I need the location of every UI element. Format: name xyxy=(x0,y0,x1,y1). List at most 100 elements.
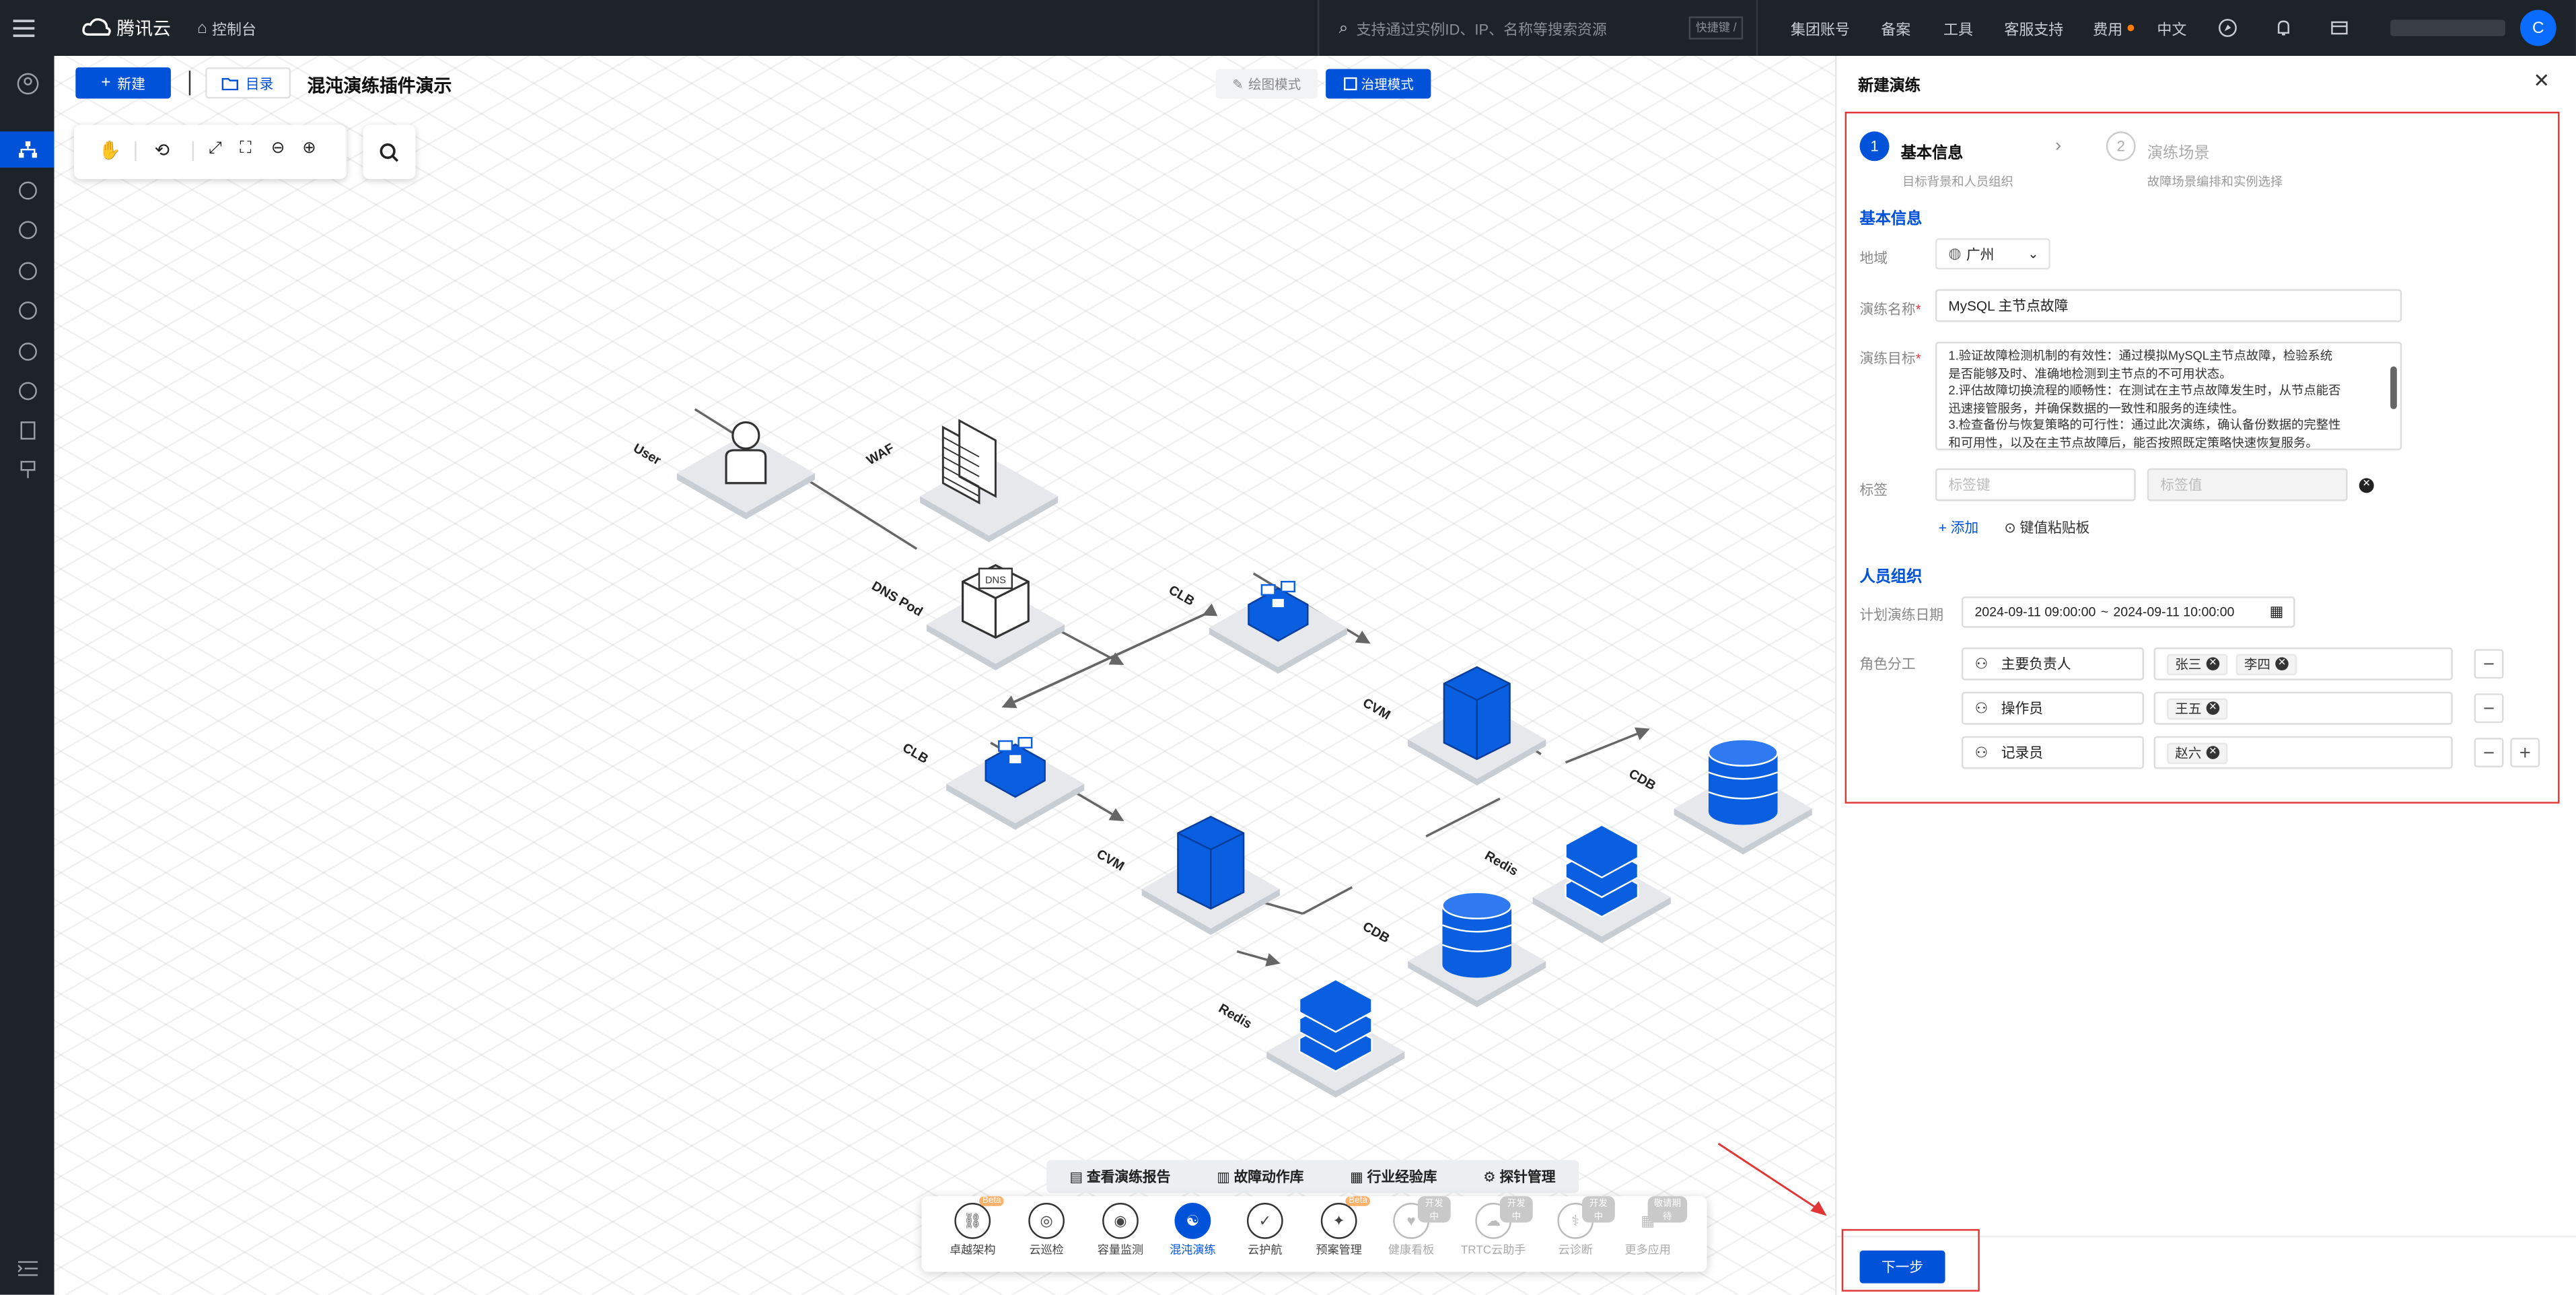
people-select-1[interactable]: 张三✕ 李四✕ xyxy=(2153,647,2453,680)
cvm-node-left[interactable] xyxy=(1141,815,1280,936)
architecture-app-icon: ⛓ xyxy=(954,1203,991,1239)
cdb-node-right[interactable] xyxy=(1674,738,1812,855)
people-select-3[interactable]: 赵六✕ xyxy=(2153,736,2453,769)
remove-person-icon[interactable]: ✕ xyxy=(2206,701,2220,715)
remove-person-icon[interactable]: ✕ xyxy=(2206,746,2220,759)
drill-name-input[interactable]: MySQL 主节点故障 xyxy=(1935,289,2402,322)
account-name-blurred[interactable] xyxy=(2390,0,2505,56)
region-label: 地域 xyxy=(1859,250,1888,267)
clb-node-top[interactable] xyxy=(1209,580,1347,674)
footer-divider xyxy=(1836,1235,2576,1238)
industry-library-link[interactable]: ▦ 行业经验库 xyxy=(1350,1166,1437,1186)
console-link[interactable]: ⌂ 控制台 xyxy=(197,0,256,56)
step-1-title[interactable]: 基本信息 xyxy=(1900,144,1964,163)
dock-item-plan[interactable]: ✦ 预案管理 Beta xyxy=(1299,1196,1378,1259)
govern-mode-tab[interactable]: 治理模式 xyxy=(1326,69,1431,99)
canvas-search-button[interactable] xyxy=(363,125,416,180)
region-select[interactable]: ◍ 广州 ⌄ xyxy=(1935,238,2050,270)
collapse-sidebar-icon[interactable] xyxy=(0,1251,55,1287)
nav-filing[interactable]: 备案 xyxy=(1881,20,1911,37)
add-role-button[interactable]: + xyxy=(2510,738,2540,768)
role-select-2[interactable]: ⚇ 操作员 xyxy=(1961,691,2144,725)
nav-language[interactable]: 中文 xyxy=(2157,20,2187,37)
people-select-2[interactable]: 王五✕ xyxy=(2153,691,2453,725)
goal-line: 3.检查备份与恢复策略的可行性：通过此次演练，确认备份数据的完整性 xyxy=(1948,417,2341,433)
remove-role-button[interactable]: − xyxy=(2474,649,2504,679)
remove-person-icon[interactable]: ✕ xyxy=(2206,657,2220,671)
remove-role-button[interactable]: − xyxy=(2474,693,2504,724)
dock-item-inspection[interactable]: ◎ 云巡检 xyxy=(1007,1203,1086,1259)
nav-group-account[interactable]: 集团账号 xyxy=(1791,20,1850,37)
architecture-icon[interactable] xyxy=(0,131,55,168)
calendar-icon: ▦ xyxy=(2269,602,2284,620)
zoom-out-icon[interactable]: ⊖ xyxy=(271,139,285,158)
cvm-node-right[interactable] xyxy=(1408,666,1546,785)
add-tag-button[interactable]: + 添加 xyxy=(1939,518,1978,537)
sidebar-icon-4[interactable] xyxy=(0,253,55,289)
person-icon: ⚇ xyxy=(1974,654,1989,672)
tag-value-input[interactable]: 标签值 xyxy=(2147,468,2348,501)
dock-item-escort[interactable]: ✓ 云护航 xyxy=(1225,1203,1304,1259)
next-step-button[interactable]: 下一步 xyxy=(1859,1250,1945,1284)
fullscreen-icon[interactable]: ⛶ xyxy=(240,139,252,158)
remove-person-icon[interactable]: ✕ xyxy=(2275,657,2289,671)
cart-icon[interactable] xyxy=(2330,0,2349,56)
brush-icon[interactable] xyxy=(0,452,55,488)
dns-pod-node[interactable]: DNS xyxy=(926,564,1065,671)
tag-key-input[interactable]: 标签键 xyxy=(1935,468,2136,501)
step-2-desc: 故障场景编排和实例选择 xyxy=(2147,174,2283,189)
zoom-in-icon[interactable]: ⊕ xyxy=(302,139,316,158)
region-value: 广州 xyxy=(1966,245,1995,262)
sidebar-icon-3[interactable] xyxy=(0,212,55,248)
nav-tools[interactable]: 工具 xyxy=(1943,20,1974,37)
redis-node-bottom[interactable] xyxy=(1266,978,1405,1098)
dock-item-capacity[interactable]: ◉ 容量监测 xyxy=(1081,1203,1159,1259)
hand-icon[interactable]: ✋ xyxy=(98,141,121,162)
report-link[interactable]: ▤ 查看演练报告 xyxy=(1069,1166,1170,1186)
refresh-icon[interactable]: ⟲ xyxy=(154,141,170,162)
role-select-1[interactable]: ⚇ 主要负责人 xyxy=(1961,647,2144,680)
sidebar-icon-6[interactable] xyxy=(0,334,55,370)
role-select-3[interactable]: ⚇ 记录员 xyxy=(1961,736,2144,769)
textarea-scrollbar[interactable] xyxy=(2390,366,2397,409)
close-icon[interactable]: ✕ xyxy=(2533,69,2550,92)
fault-library-link[interactable]: ▥ 故障动作库 xyxy=(1217,1166,1303,1186)
new-button[interactable]: + 新建 xyxy=(75,67,171,99)
step-2-title[interactable]: 演练场景 xyxy=(2147,144,2210,163)
paste-board-button[interactable]: ⊙ 键值粘贴板 xyxy=(2004,518,2089,537)
sidebar-icon-2[interactable] xyxy=(0,172,55,209)
user-node[interactable] xyxy=(676,421,815,520)
user-center-icon[interactable] xyxy=(0,66,55,102)
goal-line: 迅速接管服务，并确保数据的一致性和服务的连续性。 xyxy=(1948,400,2244,415)
left-sidebar xyxy=(0,56,55,1295)
redis-node-right[interactable] xyxy=(1532,824,1671,944)
fit-view-icon[interactable]: ⤢ xyxy=(209,139,222,158)
dock-label: TRTC云助手 xyxy=(1460,1245,1526,1257)
sidebar-icon-5[interactable] xyxy=(0,293,55,329)
waf-node[interactable] xyxy=(920,419,1059,542)
date-range-picker[interactable]: 2024-09-11 09:00:00 ~ 2024-09-11 10:00:0… xyxy=(1961,596,2295,628)
dock-item-architecture[interactable]: ⛓ 卓越架构 Beta xyxy=(933,1196,1012,1259)
draw-mode-tab[interactable]: ✎ 绘图模式 xyxy=(1215,69,1318,99)
nav-billing[interactable]: 费用 xyxy=(2093,0,2135,56)
brand-logo[interactable]: 腾讯云 xyxy=(82,0,171,56)
remove-role-button[interactable]: − xyxy=(2474,738,2504,768)
bell-icon[interactable] xyxy=(2274,0,2293,56)
probe-management-link[interactable]: ⚙ 探针管理 xyxy=(1483,1166,1555,1186)
beta-badge: Beta xyxy=(979,1196,1005,1206)
remove-tag-icon[interactable]: ✕ xyxy=(2359,478,2374,493)
search-box[interactable]: ⌕ 支持通过实例ID、IP、名称等搜索资源 快捷键 / xyxy=(1317,0,1758,57)
directory-button[interactable]: 目录 xyxy=(205,67,291,99)
menu-icon[interactable] xyxy=(13,0,36,56)
dock-item-chaos[interactable]: ☯ 混沌演练 xyxy=(1153,1203,1232,1259)
cdb-node-center[interactable] xyxy=(1408,891,1546,1008)
compass-icon[interactable] xyxy=(2218,0,2238,56)
book-icon[interactable] xyxy=(0,413,55,449)
chevron-down-icon: ⌄ xyxy=(2028,246,2039,262)
avatar[interactable]: C xyxy=(2519,0,2556,56)
drill-goal-textarea[interactable]: 1.验证故障检测机制的有效性：通过模拟MySQL主节点故障，检验系统 是否能够及… xyxy=(1935,341,2402,450)
diagram-canvas[interactable]: DNS xyxy=(54,56,1835,1295)
sidebar-icon-7[interactable] xyxy=(0,373,55,409)
nav-support[interactable]: 客服支持 xyxy=(2004,20,2064,37)
clb-node-left[interactable] xyxy=(946,736,1085,830)
